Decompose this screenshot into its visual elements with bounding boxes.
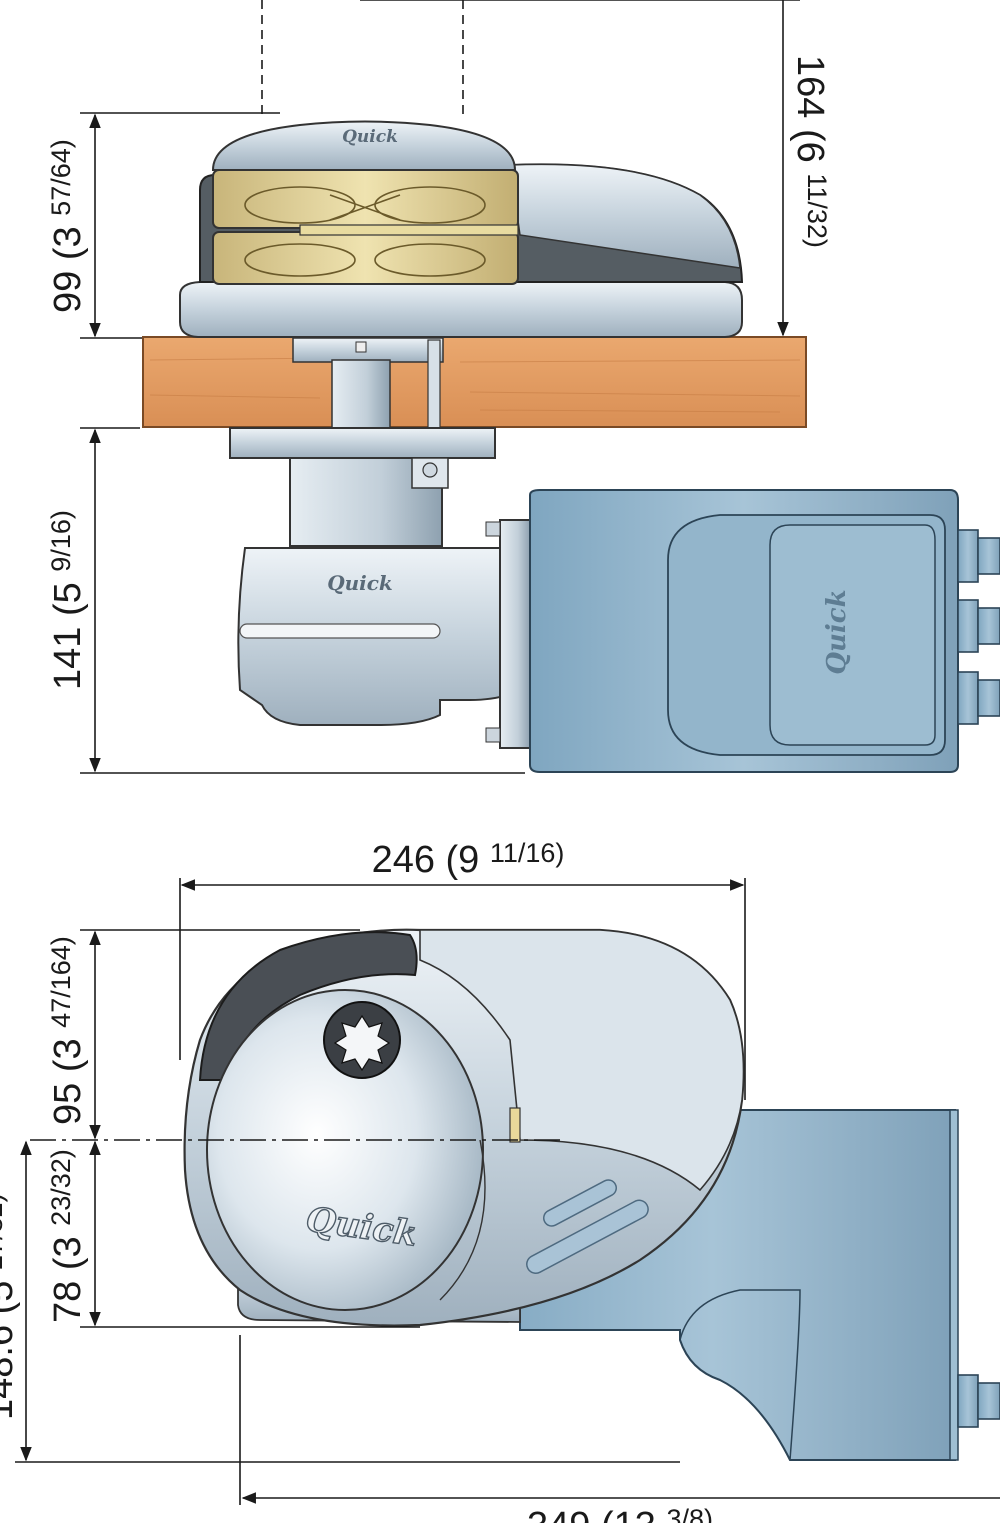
dark-grip: [198, 931, 418, 1081]
side-view: Quick Quick Quick 164 (: [46, 0, 1000, 774]
brand-logo-motor: Quick: [822, 589, 852, 674]
dim-label-95: 95 (3 47/164): [46, 936, 89, 1125]
shaft: [331, 359, 391, 429]
dim-label-164: 164 (6 11/32): [789, 55, 832, 248]
brand-logo-drum: Quick: [304, 1200, 420, 1255]
drum: [206, 989, 484, 1311]
under-deck-flange: [229, 427, 496, 459]
dim-label-148: 148.6 (5 27/32): [0, 1193, 21, 1420]
gypsy-upper: [212, 169, 519, 229]
motor-flange: [499, 519, 531, 749]
front-view: 246 (9 11/16) Quick: [0, 838, 1000, 1523]
brand-logo-top: Quick: [342, 127, 398, 147]
dim-label-78: 78 (3 23/32): [46, 1149, 89, 1323]
cable-glands: [957, 529, 1000, 725]
deck-plank: [142, 336, 807, 428]
brand-logo-gearbox: Quick: [327, 571, 393, 595]
top-cap: [211, 120, 517, 171]
dim-label-246: 246 (9 11/16): [372, 838, 565, 881]
cable-gland-front: [957, 1374, 1000, 1428]
gypsy-lower: [212, 231, 519, 285]
dim-label-141: 141 (5 9/16): [46, 510, 89, 690]
dim-label-99: 99 (3 57/64): [46, 139, 89, 313]
dim-label-349: 349 (13 3/8): [527, 1504, 713, 1523]
deck-flange-top: [292, 337, 444, 363]
socket-star-icon: [333, 1014, 391, 1072]
stud: [427, 339, 441, 429]
base-plate: [179, 281, 743, 338]
cover-shell: [509, 163, 741, 269]
